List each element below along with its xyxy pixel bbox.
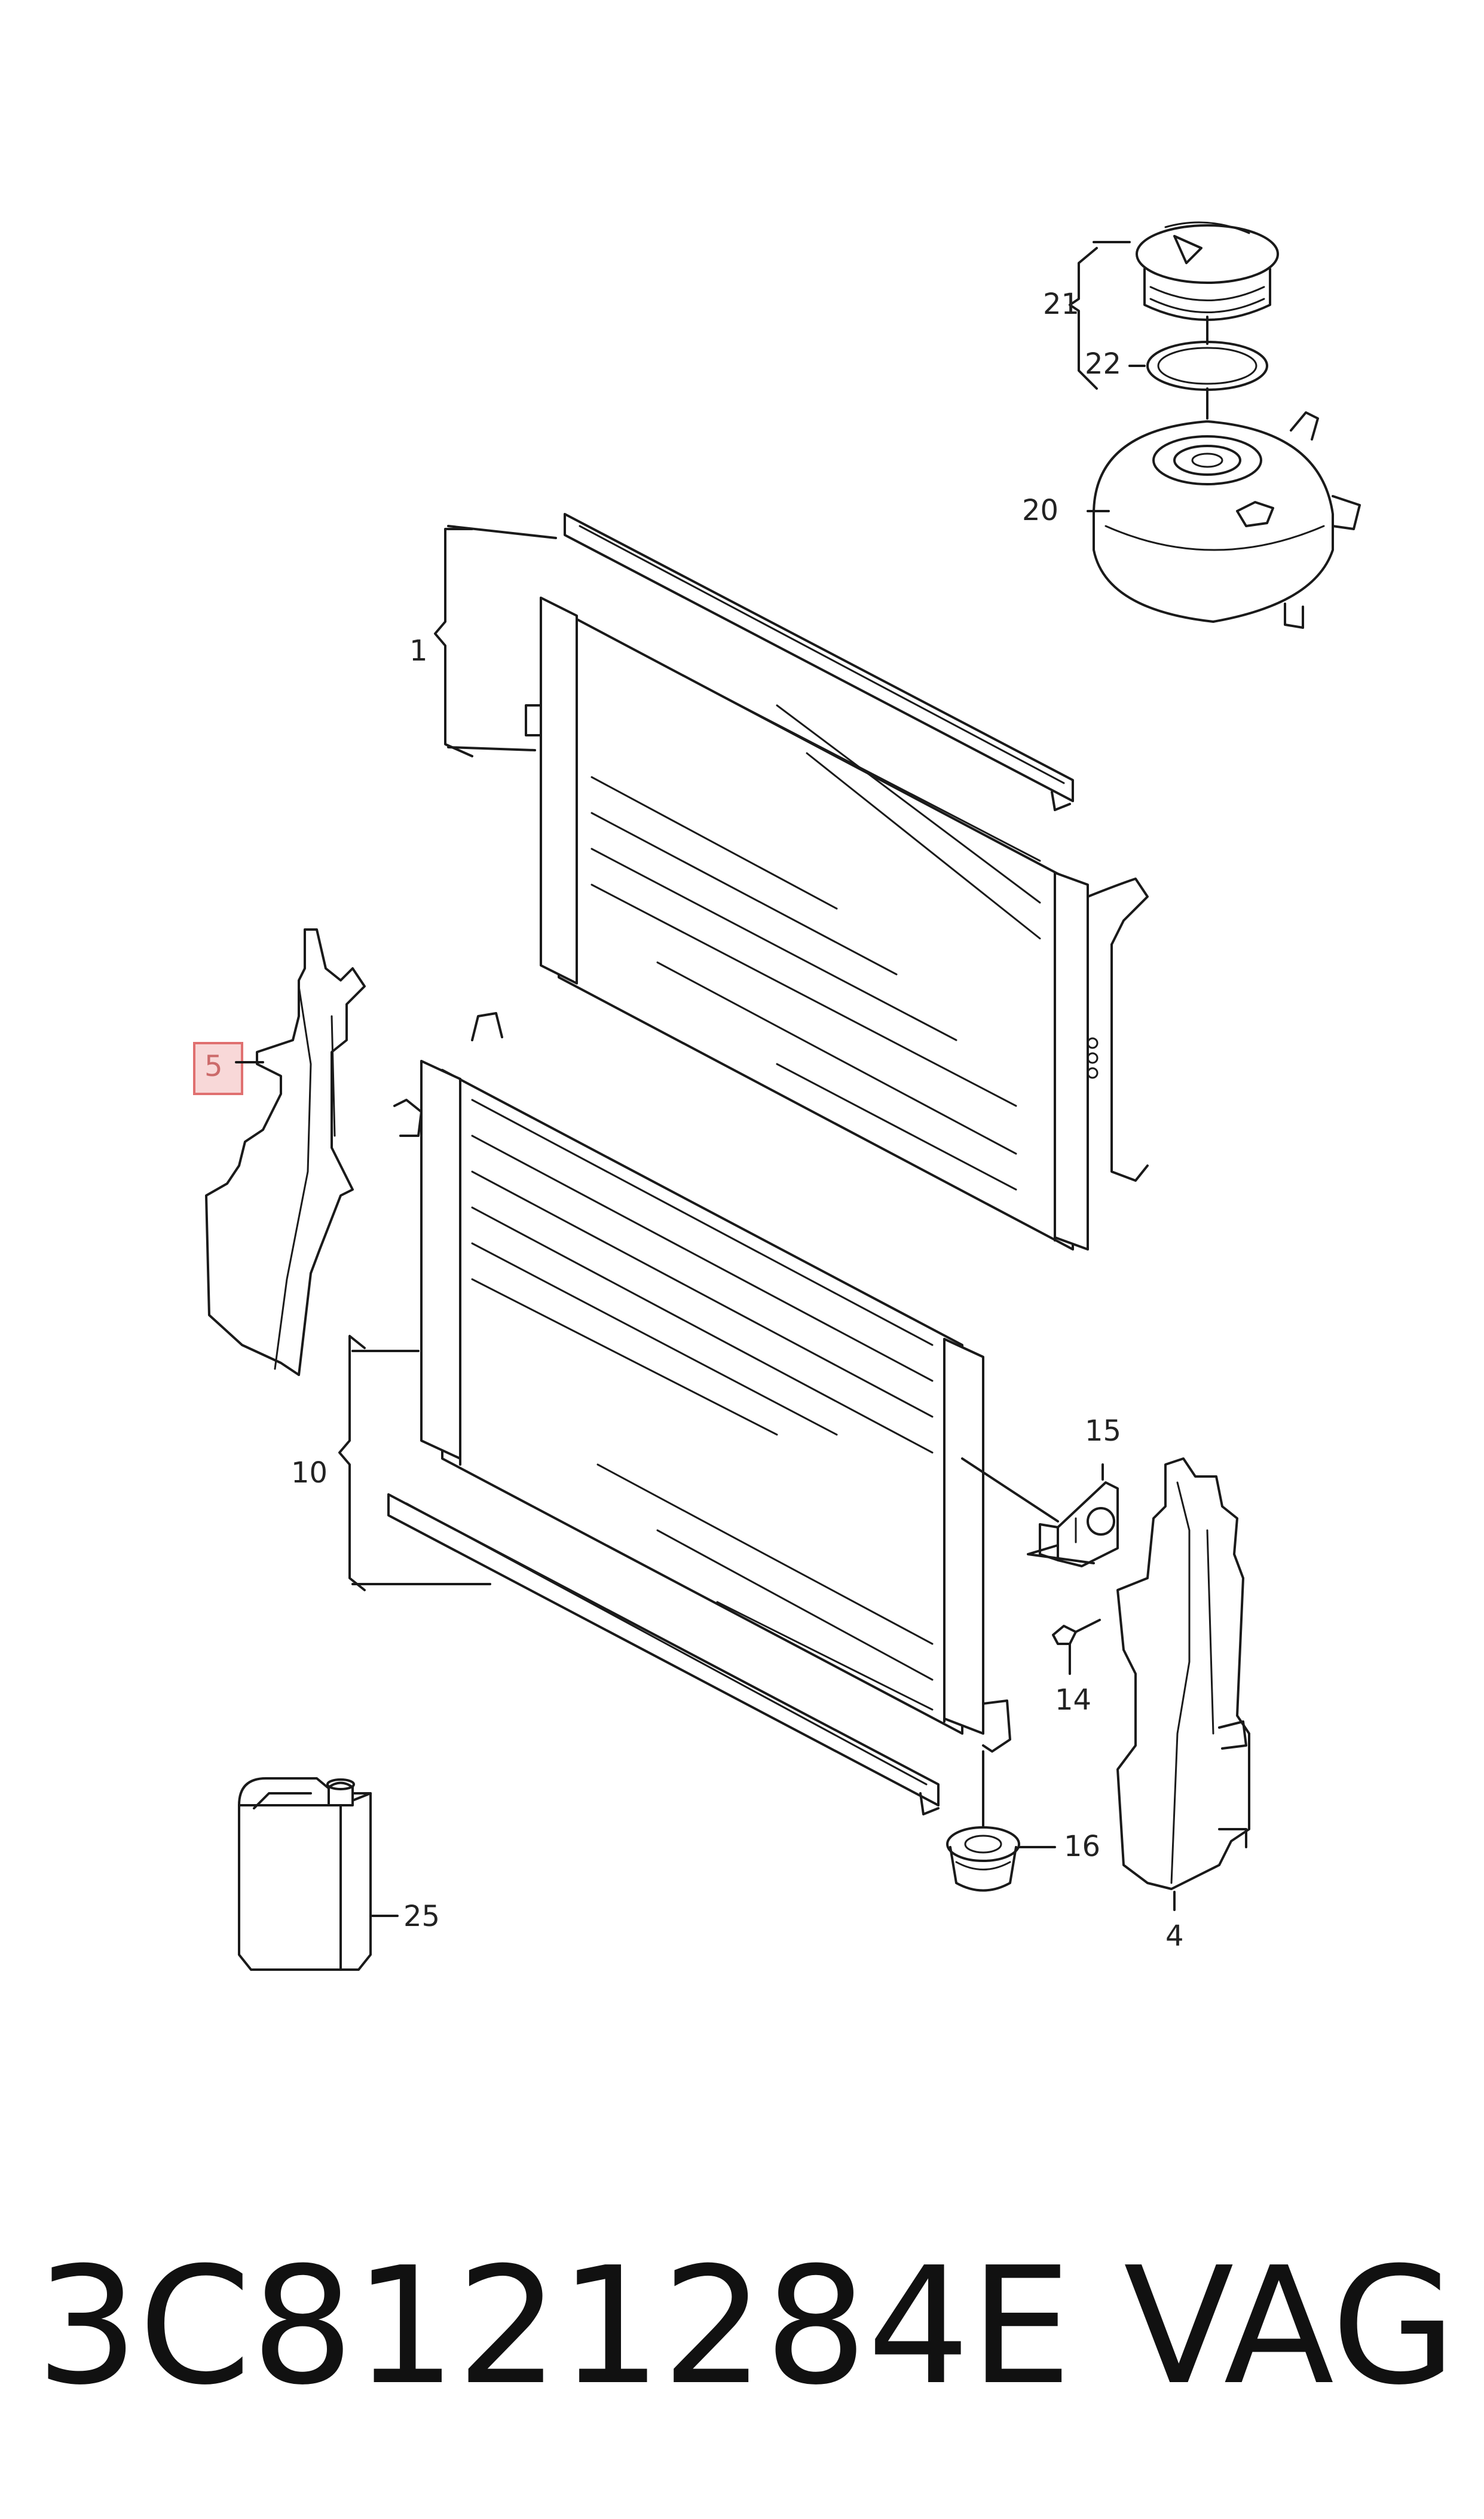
callout-label-20[interactable]: 20 — [1022, 494, 1058, 527]
highlight-box — [193, 1042, 243, 1095]
part-number: 3C8121284E — [36, 2232, 1072, 2420]
callout-label-14[interactable]: 14 — [1055, 1683, 1091, 1717]
callout-label-22[interactable]: 22 — [1085, 347, 1121, 381]
air-guide-right — [1116, 1457, 1250, 1890]
screw — [1052, 1619, 1101, 1645]
mounting-bracket — [1039, 1481, 1119, 1567]
upper-radiator — [525, 597, 1149, 1251]
air-guide-left — [205, 928, 366, 1376]
callout-label-10[interactable]: 10 — [291, 1456, 328, 1490]
leader-lines — [338, 241, 1208, 1917]
upper-seal-strip — [564, 513, 1074, 811]
expansion-tank — [1093, 411, 1361, 629]
callout-label-4[interactable]: 4 — [1165, 1919, 1184, 1953]
o-ring-seal — [1146, 341, 1268, 391]
callout-label-16[interactable]: 16 — [1064, 1830, 1100, 1863]
lower-radiator — [393, 1012, 1011, 1753]
brand-name: VAG — [1124, 2232, 1457, 2420]
callout-label-1[interactable]: 1 — [409, 634, 428, 668]
callout-label-21[interactable]: 21 — [1043, 288, 1079, 321]
callout-label-5[interactable]: 5 — [204, 1050, 223, 1083]
coolant-container — [238, 1777, 372, 1971]
rubber-grommet — [946, 1826, 1020, 1892]
callout-label-25[interactable]: 25 — [403, 1900, 440, 1933]
expansion-tank-cap — [1136, 221, 1279, 321]
callout-label-15[interactable]: 15 — [1085, 1414, 1121, 1448]
lower-seal-strip — [387, 1493, 940, 1815]
